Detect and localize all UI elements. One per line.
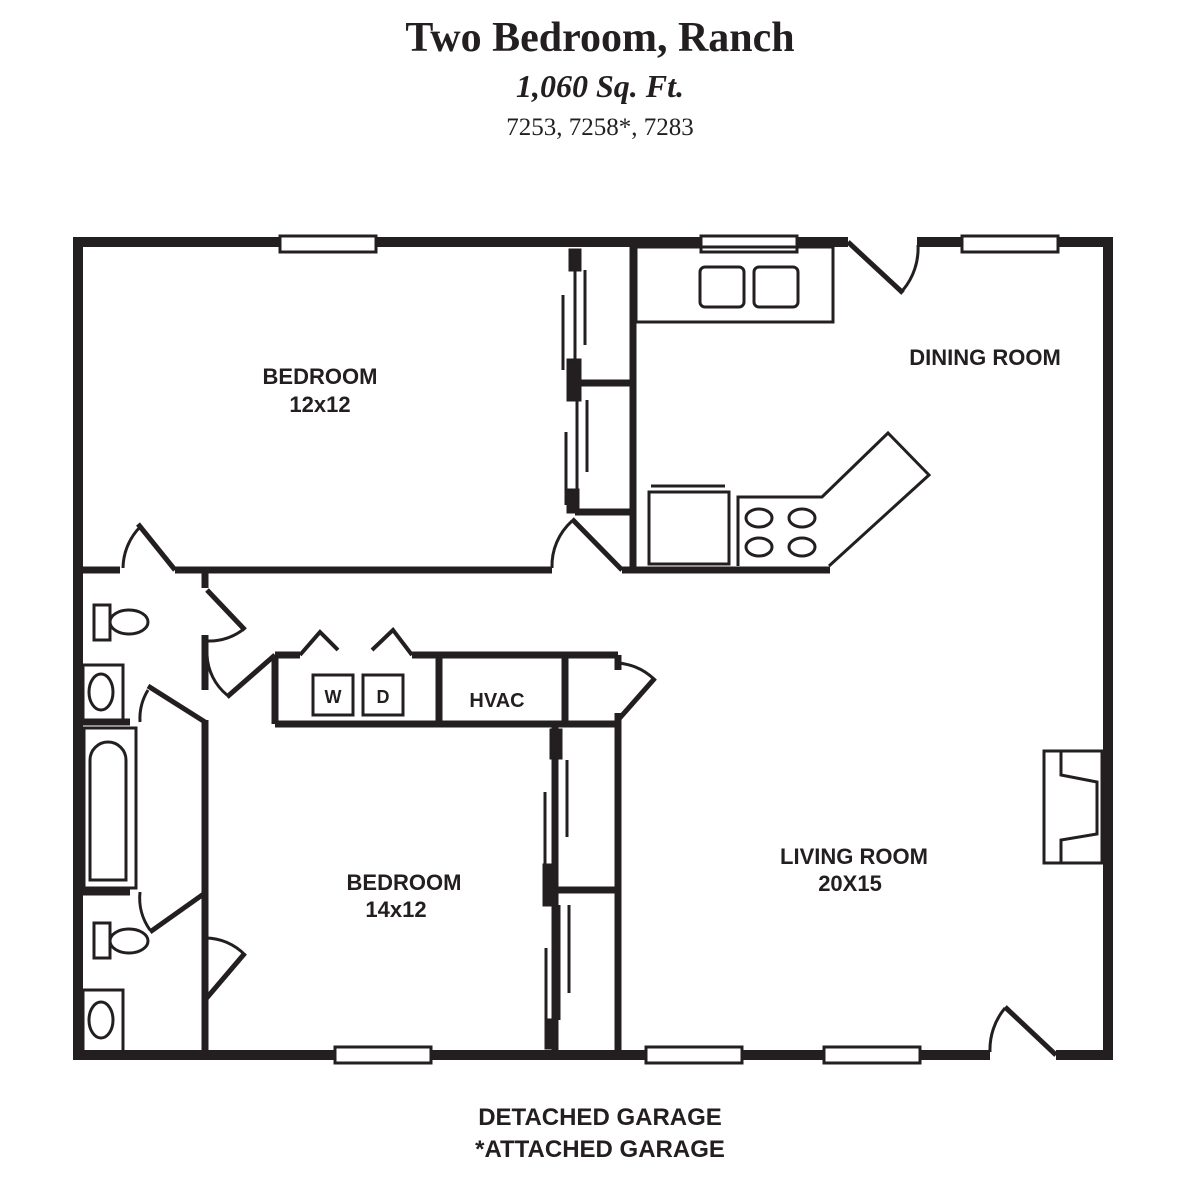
living-room-label: LIVING ROOM	[780, 844, 928, 869]
bedroom-2-label: BEDROOM	[347, 870, 462, 895]
bedroom-1-size: 12x12	[289, 392, 350, 417]
hvac-label: HVAC	[469, 690, 524, 712]
closet-doors	[542, 248, 589, 1050]
footer-attached-garage: *ATTACHED GARAGE	[475, 1136, 725, 1163]
living-room-size: 20X15	[818, 871, 882, 896]
dryer-label: D	[377, 687, 390, 707]
unit-numbers: 7253, 7258*, 7283	[506, 114, 694, 141]
kitchen-fixtures	[634, 245, 932, 568]
square-footage: 1,060 Sq. Ft.	[515, 68, 685, 104]
footer-detached-garage: DETACHED GARAGE	[478, 1104, 722, 1131]
interior-walls	[80, 245, 830, 1055]
plan-title: Two Bedroom, Ranch	[405, 15, 795, 61]
bedroom-1-label: BEDROOM	[263, 364, 378, 389]
washer-label: W	[325, 687, 342, 707]
laundry-fixtures	[311, 673, 405, 717]
swing-doors	[121, 240, 1058, 1057]
bath-fixtures	[81, 603, 150, 1054]
dining-room-label: DINING ROOM	[909, 345, 1061, 370]
windows	[278, 234, 1060, 1065]
bedroom-2-size: 14x12	[365, 897, 426, 922]
fireplace	[1042, 749, 1104, 865]
